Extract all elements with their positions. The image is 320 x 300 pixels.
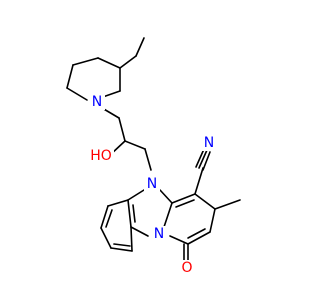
molecule-svg: N HO N N N O	[66, 37, 241, 276]
n-bridgehead-label: N	[154, 226, 164, 242]
pyridone-ring	[169, 193, 216, 245]
imidazole-ring	[127, 189, 173, 237]
structure-diagram: N HO N N N O	[66, 37, 241, 276]
atom-labels: N HO N N N O	[89, 94, 217, 276]
hydroxyl-label: HO	[90, 148, 112, 164]
n-piperidine-label: N	[92, 94, 102, 110]
piperidine-ring	[66, 57, 121, 101]
substituents	[183, 148, 241, 263]
n-imidazole-label: N	[147, 176, 157, 192]
n-nitrile-label: N	[204, 135, 214, 151]
o-carbonyl-label: O	[181, 260, 192, 276]
ethyl-group	[119, 37, 145, 69]
benzo-ring	[100, 199, 133, 252]
